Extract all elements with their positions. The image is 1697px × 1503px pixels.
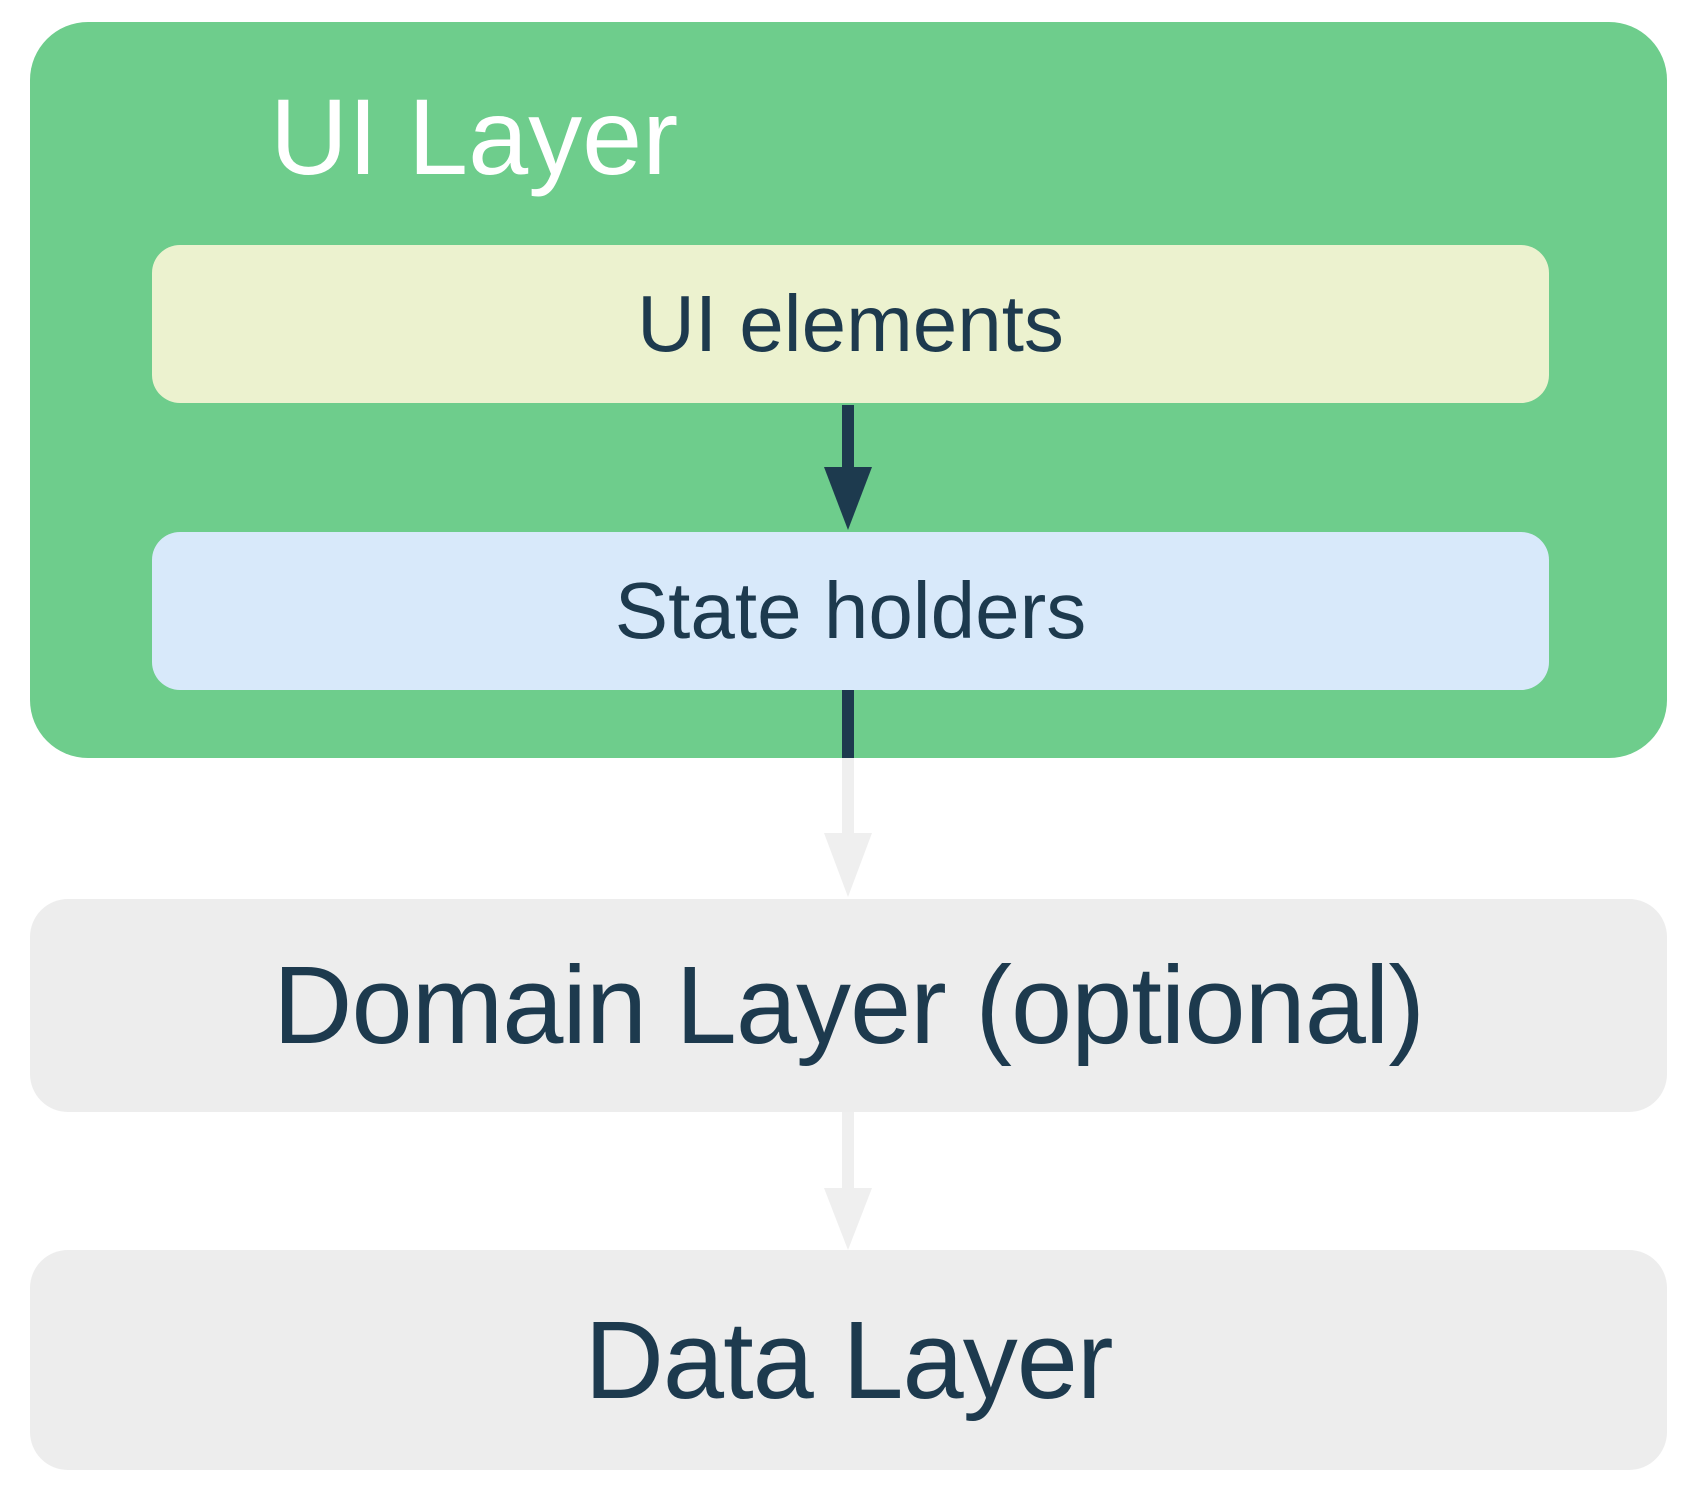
data-layer-box: Data Layer (30, 1250, 1667, 1470)
arrow-head (824, 1188, 872, 1250)
data-layer-label: Data Layer (584, 1298, 1113, 1422)
arrow-stem-light-segment (842, 758, 854, 833)
arrow-head (824, 467, 872, 530)
arrow-stem-dark-segment (842, 690, 854, 758)
ui-layer-title: UI Layer (270, 76, 679, 197)
ui-elements-box: UI elements (152, 245, 1549, 403)
ui-elements-label: UI elements (637, 279, 1064, 368)
arrow-head (824, 833, 872, 897)
state-holders-label: State holders (614, 566, 1087, 655)
domain-layer-label: Domain Layer (optional) (273, 944, 1425, 1067)
state-holders-box: State holders (152, 532, 1549, 690)
arrow-stem (842, 405, 854, 467)
domain-layer-box: Domain Layer (optional) (30, 899, 1667, 1112)
arrow-stem (842, 1112, 854, 1188)
